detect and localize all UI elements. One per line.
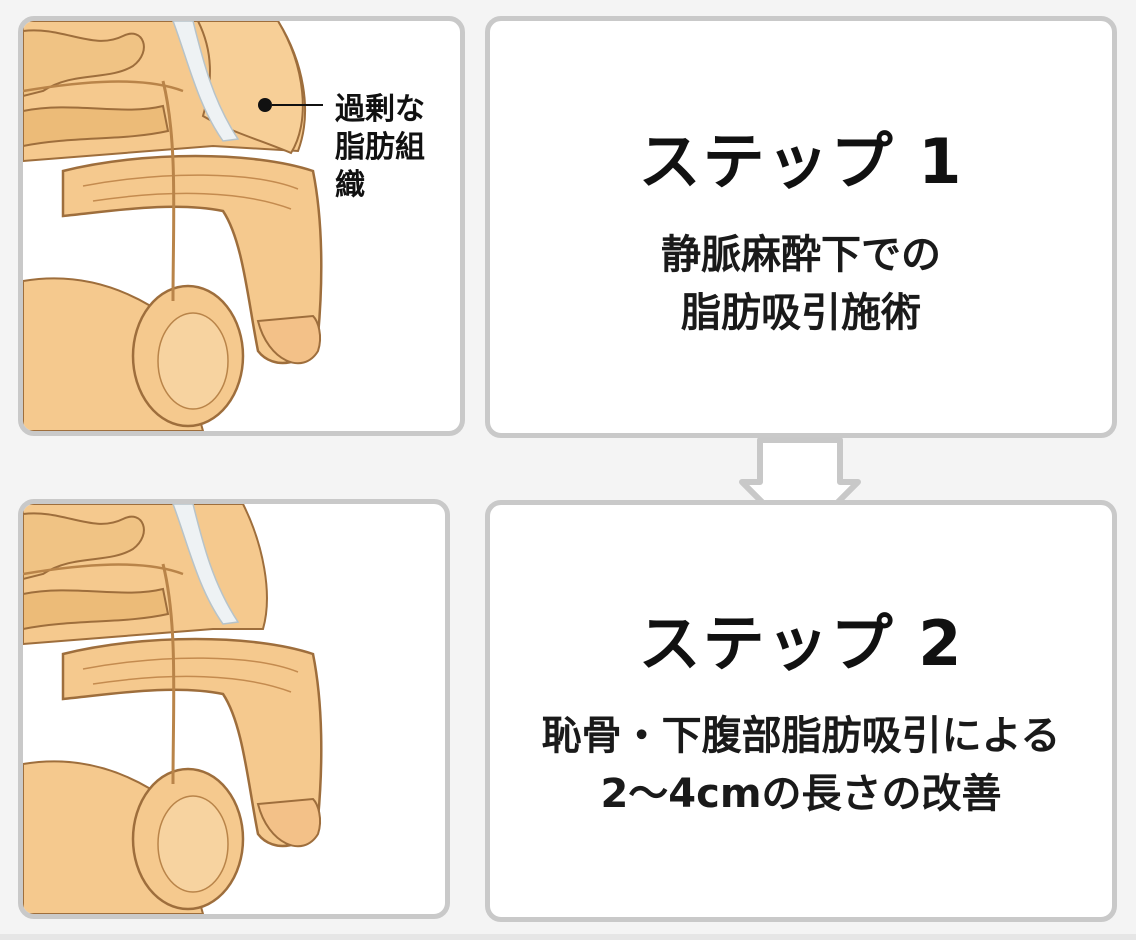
step-2-description: 恥骨・下腹部脂肪吸引による 2〜4cmの長さの改善 <box>490 707 1112 823</box>
step-1-panel: ステップ 1 静脈麻酔下での 脂肪吸引施術 <box>485 16 1117 438</box>
callout-dot <box>258 98 272 112</box>
anatomy-illustration-before <box>23 21 323 431</box>
step-1-title: ステップ 1 <box>638 125 964 198</box>
step-2-title: ステップ 2 <box>638 607 964 680</box>
step-2-desc-line: 恥骨・下腹部脂肪吸引による <box>541 713 1061 759</box>
step-2-panel: ステップ 2 恥骨・下腹部脂肪吸引による 2〜4cmの長さの改善 <box>485 500 1117 922</box>
illustration-before-panel: 過剰な 脂肪組 織 <box>18 16 465 436</box>
step-1-desc-line: 脂肪吸引施術 <box>681 290 921 336</box>
callout-line: 織 <box>335 168 365 203</box>
illustration-after-panel <box>18 499 450 919</box>
anatomy-illustration-after <box>23 504 323 914</box>
step-1-desc-line: 静脈麻酔下での <box>661 232 941 278</box>
excess-fat-callout-label: 過剰な 脂肪組 織 <box>335 91 460 205</box>
callout-line: 脂肪組 <box>335 130 425 165</box>
callout-line: 過剰な <box>335 92 425 127</box>
bottom-divider <box>0 934 1136 940</box>
step-2-desc-line: 2〜4cmの長さの改善 <box>600 771 1002 817</box>
step-1-description: 静脈麻酔下での 脂肪吸引施術 <box>490 226 1112 342</box>
